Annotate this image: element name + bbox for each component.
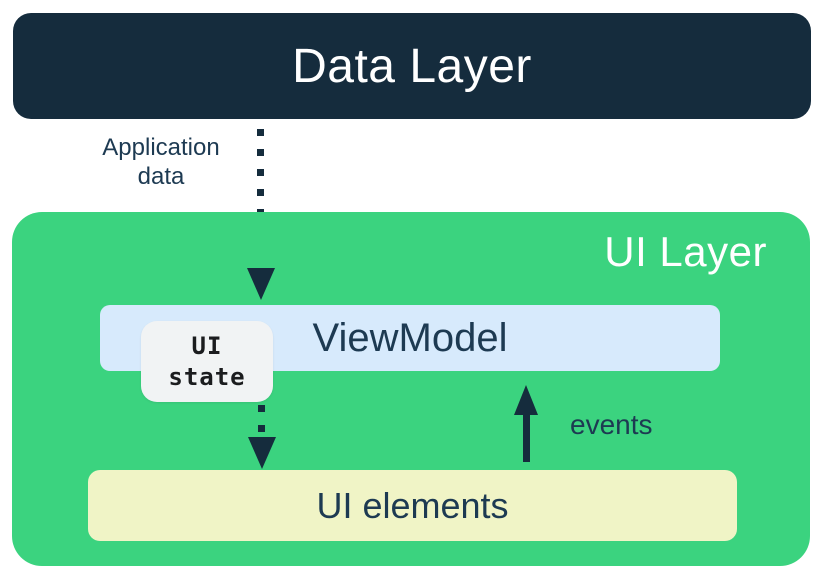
- ui-elements-label: UI elements: [316, 484, 509, 526]
- viewmodel-label: ViewModel: [312, 315, 508, 360]
- ui-state-badge: UI state: [141, 321, 273, 402]
- ui-elements-box: UI elements: [88, 470, 737, 541]
- down-arrowhead-icon: [247, 268, 275, 300]
- data-layer-box: Data Layer: [13, 13, 811, 119]
- ui-layer-label: UI Layer: [604, 228, 767, 275]
- down-arrowhead-icon: [248, 437, 276, 469]
- ui-state-label: UI state: [168, 331, 246, 391]
- data-layer-label: Data Layer: [292, 39, 532, 93]
- dotted-line: [257, 129, 264, 265]
- dotted-line: [258, 405, 265, 435]
- arrow-shaft: [523, 410, 530, 462]
- events-label: events: [570, 409, 653, 440]
- application-data-label: Application data: [102, 134, 220, 190]
